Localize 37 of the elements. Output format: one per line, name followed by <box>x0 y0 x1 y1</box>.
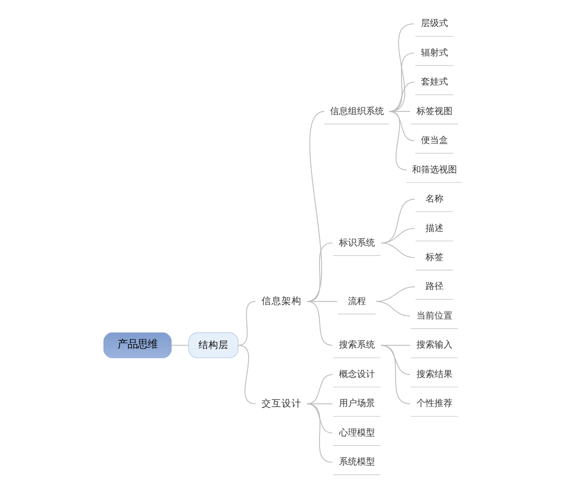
node-box: 产品思维 <box>102 332 172 358</box>
connector <box>237 344 256 404</box>
node-text: 标识系统 <box>338 238 374 248</box>
node-text: 概念设计 <box>338 370 374 380</box>
node-text: 系统模型 <box>338 458 374 468</box>
node-text: 搜索输入 <box>416 340 452 351</box>
connector <box>306 403 332 434</box>
node-text: 搜索系统 <box>338 340 374 351</box>
node-text: 搜索结果 <box>416 370 452 380</box>
connector <box>306 403 332 463</box>
node-text: 套娃式 <box>420 78 448 88</box>
node-text: 信息组织系统 <box>329 106 384 117</box>
connector <box>388 111 406 170</box>
node-text: 个性推荐 <box>416 399 452 410</box>
node-text: 心理模型 <box>338 428 374 438</box>
connector <box>380 242 415 258</box>
node-text: 描述 <box>424 224 443 234</box>
connector <box>306 374 332 404</box>
node-text: 交互设计 <box>260 398 301 410</box>
node-text: 和筛选视图 <box>411 165 456 176</box>
connector <box>380 344 410 404</box>
node-text: 层级式 <box>420 19 448 30</box>
node-text: 路径 <box>424 282 443 292</box>
node-text: 标签视图 <box>416 106 452 117</box>
connector <box>237 301 256 346</box>
node-text: 辐射式 <box>420 48 448 58</box>
node-text: 用户场景 <box>338 399 374 410</box>
connector <box>306 301 332 346</box>
node-text: 便当盒 <box>420 136 448 146</box>
node-text: 当前位置 <box>416 311 452 322</box>
node-box: 结构层 <box>188 332 238 358</box>
node-text: 信息架构 <box>260 296 301 308</box>
node-text: 标签 <box>424 252 443 263</box>
connector <box>375 301 410 316</box>
connector <box>170 344 189 346</box>
node-text: 流程 <box>347 296 366 307</box>
node-text: 名称 <box>424 194 443 205</box>
